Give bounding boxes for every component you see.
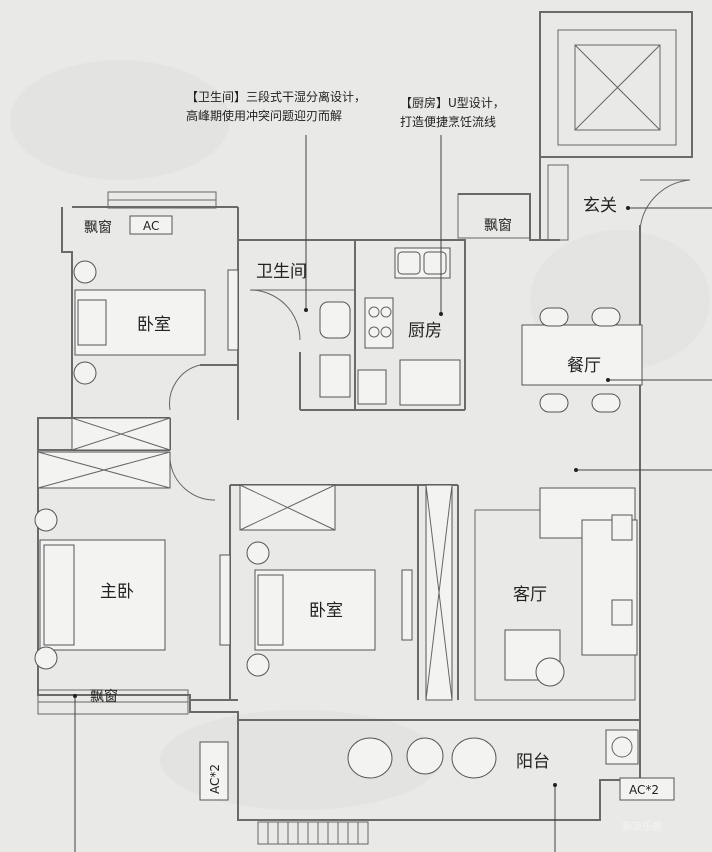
label-living-room: 客厅 (513, 585, 547, 605)
watermark: 新浪乐居 (622, 820, 662, 833)
bay-windows (37, 164, 569, 845)
label-master-bedroom: 主卧 (100, 582, 134, 602)
background-texture (10, 60, 710, 810)
label-ac-right: AC*2 (629, 783, 659, 797)
note-bathroom-line2: 高峰期使用冲突问题迎刃而解 (186, 108, 342, 123)
leader-lines (73, 135, 712, 852)
furniture (34, 215, 675, 801)
label-bathroom: 卫生间 (256, 262, 307, 282)
label-bedroom-middle: 卧室 (309, 601, 343, 621)
note-bathroom-line1: 【卫生间】三段式干湿分离设计， (186, 89, 366, 104)
label-dining: 餐厅 (567, 356, 601, 376)
label-ac-left: AC*2 (208, 764, 222, 794)
label-bay-window-top-right: 飘窗 (484, 217, 512, 234)
label-bedroom-top: 卧室 (137, 315, 171, 335)
label-kitchen: 厨房 (408, 321, 442, 341)
note-kitchen-line2: 打造便捷烹饪流线 (400, 114, 496, 129)
doors (169, 179, 691, 501)
note-kitchen-line1: 【厨房】U型设计， (400, 95, 505, 110)
label-bay-window-bottom: 飘窗 (90, 688, 118, 705)
label-entrance: 玄关 (583, 196, 617, 216)
label-ac-top: AC (143, 219, 159, 233)
label-balcony: 阳台 (516, 752, 550, 772)
label-bay-window-top-left: 飘窗 (84, 219, 112, 236)
